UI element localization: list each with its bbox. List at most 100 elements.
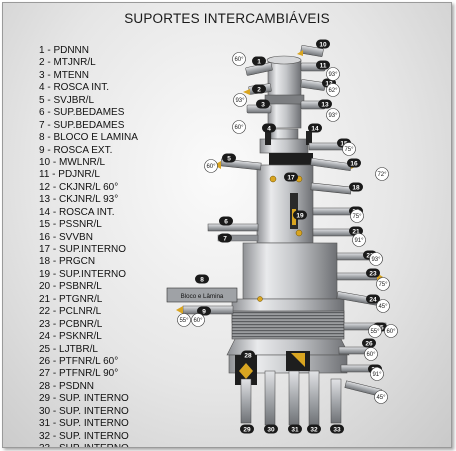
angle-label: 91° — [372, 372, 382, 378]
legend-item: 7 - SUP.BEDAMES — [39, 119, 125, 131]
angle-marker: 60° — [364, 347, 378, 361]
bar-33 — [330, 378, 342, 424]
figure-title: SUPORTES INTERCAMBIÁVEIS — [124, 11, 330, 26]
callout-number: 8 — [200, 276, 204, 283]
callout-number: 10 — [319, 41, 327, 48]
holder-14 — [306, 131, 312, 145]
angle-label: 62° — [328, 88, 338, 94]
angle-marker: 75° — [342, 142, 356, 156]
insert-9 — [176, 306, 183, 314]
angle-marker: 91° — [370, 367, 384, 381]
callout-number: 6 — [224, 218, 228, 225]
insert-bottom-center — [291, 353, 305, 367]
top-tool-holders — [243, 45, 326, 145]
block-and-blade-panel — [166, 287, 238, 303]
legend-item: 26 - PTFNR/L 60° — [39, 355, 119, 367]
angle-label: 60° — [234, 125, 244, 131]
callout-markers: 1234567891011121314151617181920212223242… — [195, 39, 387, 434]
callout-number: 18 — [352, 184, 360, 191]
angle-label: 55° — [179, 318, 189, 324]
holder-16 — [310, 157, 352, 172]
callout-number: 29 — [243, 426, 251, 433]
legend-item: 29 - SUP. INTERNO — [39, 393, 129, 405]
callout-number: 30 — [267, 426, 275, 433]
threaded-section — [231, 310, 345, 340]
holder-6 — [207, 223, 259, 232]
bar-32 — [308, 370, 320, 426]
callout-10: 10 — [316, 39, 330, 49]
angle-marker: 55° — [177, 313, 191, 327]
callout-number: 12 — [325, 80, 333, 87]
insert-10 — [297, 50, 303, 56]
callout-31: 31 — [288, 424, 302, 434]
angle-marker: 91° — [352, 233, 366, 247]
angle-label: 93° — [328, 113, 338, 119]
column-top-section — [267, 59, 302, 129]
callout-9: 9 — [197, 306, 211, 316]
angle-label: 55° — [370, 329, 380, 335]
callout-number: 31 — [291, 426, 299, 433]
legend-item: 19 - SUP.INTERNO — [39, 268, 127, 280]
holder-18 — [310, 182, 352, 195]
angle-marker: 45° — [376, 299, 390, 313]
callout-number: 32 — [310, 426, 318, 433]
legend-item: 23 - PCBNR/L — [39, 318, 103, 330]
angle-label: 93° — [328, 72, 338, 78]
callout-3: 3 — [256, 99, 270, 109]
callout-number: 9 — [202, 308, 206, 315]
angle-marker: 93° — [326, 108, 340, 122]
holder-10 — [300, 45, 324, 57]
callout-8: 8 — [195, 274, 209, 284]
angle-marker: 75° — [376, 277, 390, 291]
column-top-cap — [266, 55, 302, 65]
legend-item: 31 - SUP. INTERNO — [39, 418, 129, 430]
callout-16: 16 — [347, 158, 361, 168]
angle-label: 45° — [378, 304, 388, 310]
angle-marker: 60° — [191, 313, 205, 327]
callout-number: 1 — [257, 58, 261, 65]
legend-item: 2 - MTJNR/L — [39, 57, 96, 69]
angle-marker: 93° — [369, 252, 383, 266]
legend-item: 22 - PCLNR/L — [39, 306, 102, 318]
callout-17: 17 — [284, 172, 298, 182]
angle-label: 93° — [235, 98, 245, 104]
callout-number: 19 — [296, 212, 304, 219]
angle-marker: 75° — [350, 209, 364, 223]
angle-label: 75° — [378, 282, 388, 288]
callout-number: 24 — [369, 296, 377, 303]
column-collar — [264, 94, 305, 105]
callout-number: 21 — [352, 228, 360, 235]
block-label: Bloco e Lâmina — [181, 293, 224, 300]
legend-item: 15 - PSSNR/L — [39, 219, 102, 231]
callout-number: 33 — [333, 426, 341, 433]
legend-item: 17 - SUP.INTERNO — [39, 244, 127, 255]
legend-item: 5 - SVJBR/L — [39, 94, 95, 106]
legend-item: 18 - PRGCN — [39, 256, 96, 268]
callout-14: 14 — [308, 123, 322, 133]
angle-label: 91° — [354, 238, 364, 244]
legend-item: 6 - SUP.BEDAMES — [39, 107, 125, 119]
callout-19: 19 — [293, 210, 307, 220]
callout-2: 2 — [252, 84, 266, 94]
insert-28 — [239, 363, 253, 379]
angle-label: 60° — [193, 318, 203, 324]
column-dark-band — [269, 153, 313, 165]
callout-29: 29 — [240, 424, 254, 434]
column-lower-section — [242, 242, 338, 300]
bottom-tool-holders — [235, 346, 382, 426]
angle-markers: 60°93°93°60°62°60°93°75°72°75°91°93°75°4… — [177, 52, 398, 404]
callout-28: 28 — [241, 350, 255, 360]
insert-2 — [243, 89, 250, 95]
angle-marker: 45° — [374, 390, 388, 404]
angle-marker: 55° — [368, 324, 382, 338]
callout-18: 18 — [349, 182, 363, 192]
legend-item: 27 - PTFNR/L 90° — [39, 368, 119, 380]
legend-item: 20 - PSBNR/L — [39, 281, 102, 293]
legend-item: 8 - BLOCO E LAMINA — [39, 132, 138, 144]
callout-number: 3 — [261, 101, 265, 108]
angle-marker: 60° — [232, 52, 246, 66]
legend-item: 1 - PDNNN — [39, 45, 90, 56]
callout-11: 11 — [316, 60, 330, 70]
tool-holder-diagram: Bloco e Lâmina 1234567891011121314151617… — [166, 39, 398, 434]
angle-label: 75° — [352, 214, 362, 220]
